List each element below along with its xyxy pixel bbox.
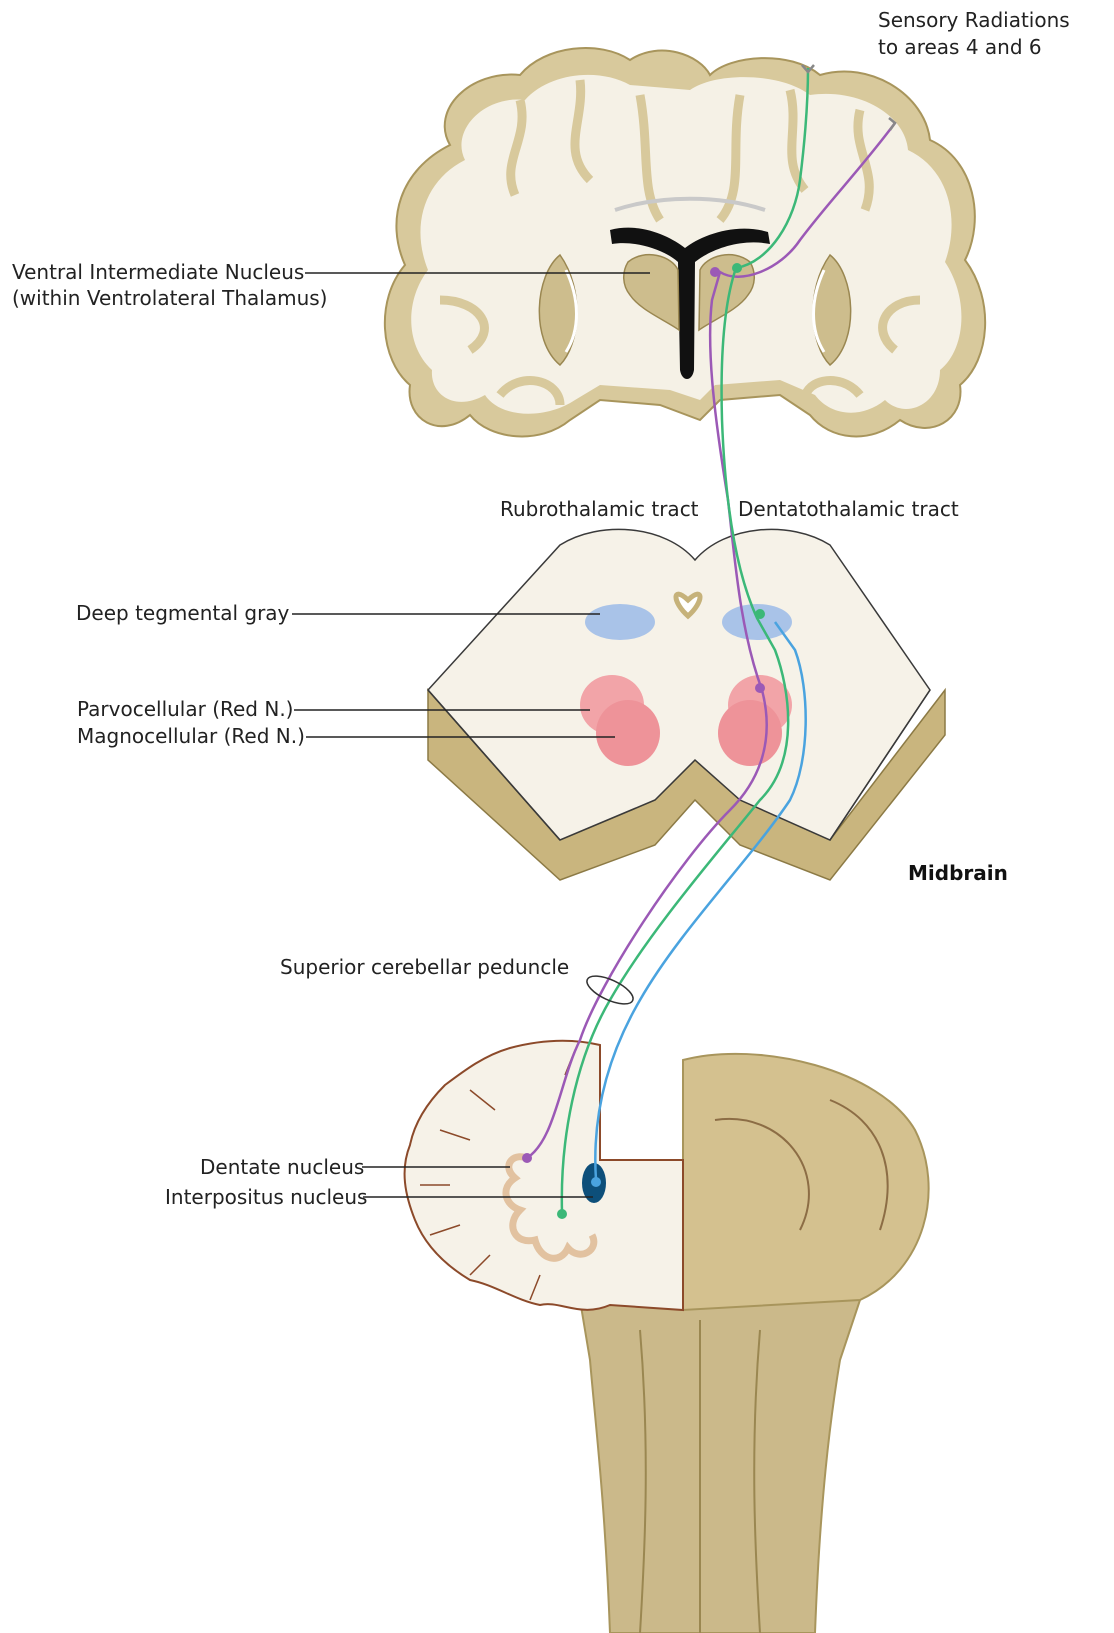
brainstem bbox=[580, 1300, 860, 1633]
cerebellum-cut-section bbox=[405, 1041, 683, 1310]
synapse-thalamus-green bbox=[732, 263, 742, 273]
synapse-dentate-green bbox=[557, 1209, 567, 1219]
red-nucleus-magnocellular-left bbox=[596, 700, 660, 766]
label-parvocellular: Parvocellular (Red N.) bbox=[77, 697, 293, 721]
label-superior-cerebellar-peduncle: Superior cerebellar peduncle bbox=[280, 955, 569, 979]
synapse-dentate-purple bbox=[522, 1153, 532, 1163]
synapse-interpositus-blue bbox=[591, 1177, 601, 1187]
label-dentate-nucleus: Dentate nucleus bbox=[200, 1155, 364, 1179]
label-dentatothalamic: Dentatothalamic tract bbox=[738, 497, 959, 521]
red-nucleus-magnocellular-right bbox=[718, 700, 782, 766]
midbrain-section bbox=[428, 529, 945, 880]
label-vim-1: Ventral Intermediate Nucleus bbox=[12, 260, 304, 284]
cerebellum-brainstem bbox=[405, 1041, 929, 1633]
label-sensory-radiations-1: Sensory Radiations bbox=[878, 8, 1070, 32]
deep-tegmental-gray-left bbox=[585, 604, 655, 640]
label-midbrain: Midbrain bbox=[908, 861, 1008, 885]
synapse-deep-gray bbox=[755, 609, 765, 619]
deep-tegmental-gray-right bbox=[722, 604, 792, 640]
label-deep-tegmental-gray: Deep tegmental gray bbox=[76, 601, 290, 625]
label-magnocellular: Magnocellular (Red N.) bbox=[77, 724, 305, 748]
label-interpositus-nucleus: Interpositus nucleus bbox=[165, 1185, 367, 1209]
synapse-red-nucleus bbox=[755, 683, 765, 693]
label-rubrothalamic: Rubrothalamic tract bbox=[500, 497, 699, 521]
coronal-brain-section bbox=[385, 48, 985, 436]
label-vim-2: (within Ventrolateral Thalamus) bbox=[12, 286, 328, 310]
label-sensory-radiations-2: to areas 4 and 6 bbox=[878, 35, 1042, 59]
cerebellum-right-surface bbox=[683, 1054, 929, 1310]
synapse-thalamus-purple bbox=[710, 267, 720, 277]
